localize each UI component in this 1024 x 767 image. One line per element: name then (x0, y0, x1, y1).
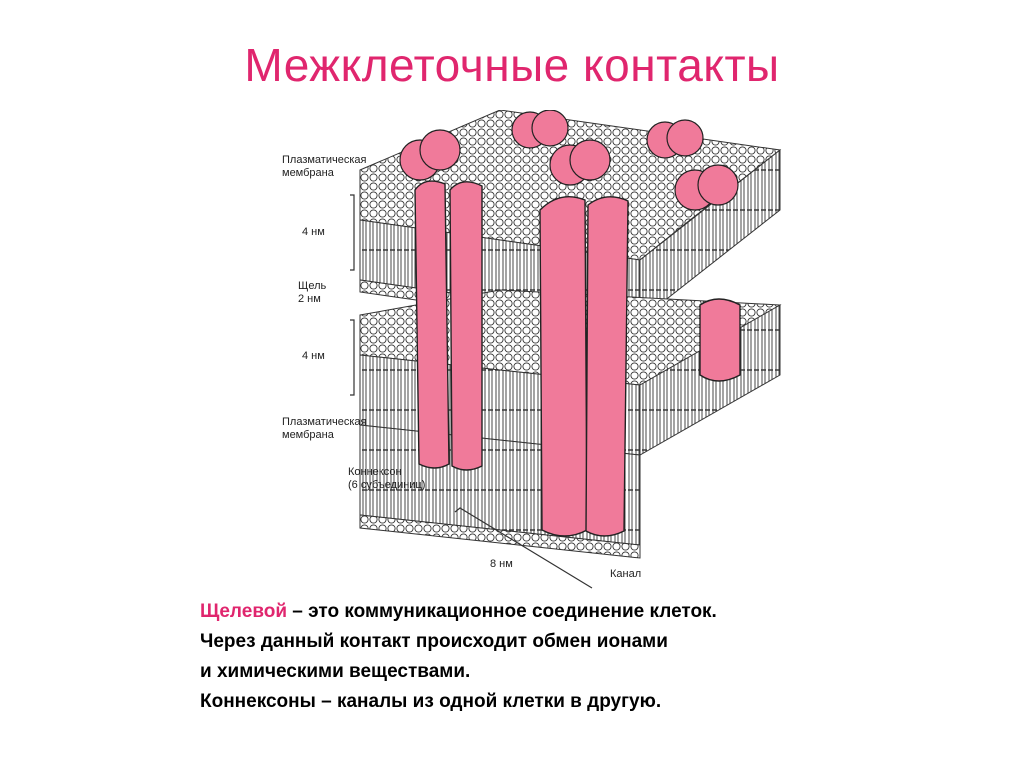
slide-title: Межклеточные контакты (244, 39, 780, 91)
label-width: 8 нм (490, 558, 513, 570)
dimension-brackets (350, 194, 593, 589)
label-thickness-top: 4 нм (302, 226, 325, 238)
connexon-heads (399, 110, 739, 211)
description-line-2: Через данный контакт происходит обмен ио… (200, 631, 668, 652)
label-plasma-membrane-top: Плазматическая мембрана (282, 154, 367, 179)
connexon-center (539, 196, 629, 537)
description-line-1: Щелевой – это коммуникационное соединени… (200, 601, 717, 622)
label-connexon: Коннексон (6 субъединиц) (348, 466, 426, 491)
connexon-right (699, 298, 741, 382)
description-line-3: и химическими веществами. (200, 661, 471, 682)
description-line-4: Коннексоны – каналы из одной клетки в др… (200, 691, 662, 712)
connexon-left (414, 180, 483, 471)
label-gap: Щель 2 нм (298, 280, 327, 305)
membrane-illustration (350, 110, 782, 589)
label-thickness-bottom: 4 нм (302, 350, 325, 362)
label-channel: Канал (610, 568, 642, 580)
accent-term: Щелевой (200, 601, 288, 622)
description-text: Щелевой – это коммуникационное соединени… (200, 597, 960, 717)
label-plasma-membrane-bottom: Плазматическая мембрана (282, 416, 367, 441)
gap-junction-diagram: Плазматическая мембрана 4 нм Щель 2 нм 4… (270, 110, 790, 590)
